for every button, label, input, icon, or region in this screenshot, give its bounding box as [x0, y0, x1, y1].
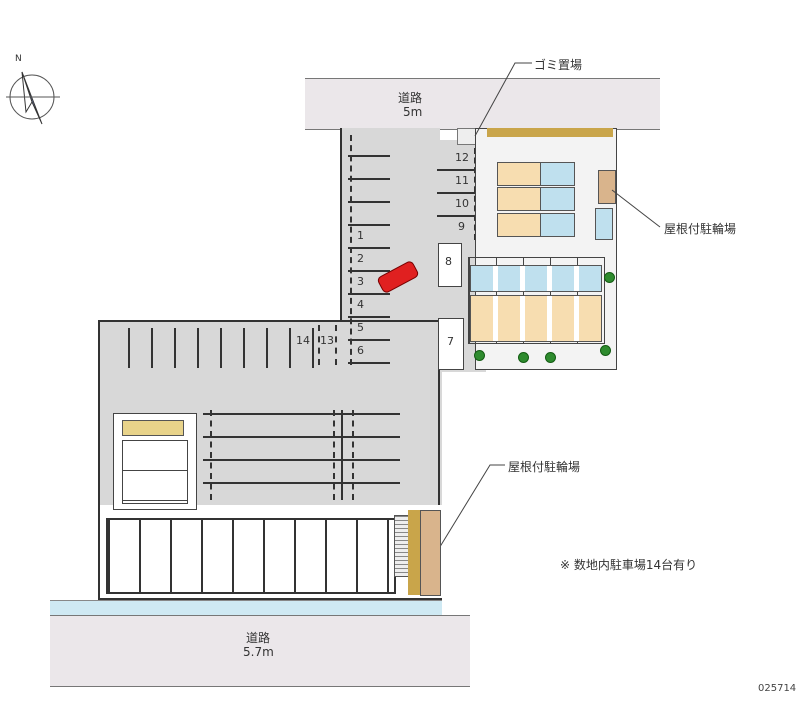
parking-line — [348, 316, 390, 318]
parking-line — [348, 293, 390, 295]
parking-divider — [333, 410, 335, 500]
tree-icon — [545, 352, 556, 363]
parking-number-1: 1 — [357, 229, 364, 242]
parking-line — [348, 270, 390, 272]
hedge-bottom — [408, 510, 420, 595]
unit — [470, 295, 602, 342]
parking-number-10: 10 — [455, 197, 469, 210]
unit-wet-area — [470, 265, 602, 292]
parking-divider-solid — [341, 410, 343, 500]
parking-divider — [350, 135, 352, 365]
building-left-entrance — [122, 420, 184, 436]
parking-number-13: 13 — [320, 334, 334, 347]
parking-divider — [335, 325, 337, 365]
parking-line — [348, 155, 390, 157]
parking-lines-left — [128, 328, 318, 368]
parking-number-8: 8 — [445, 255, 452, 268]
image-code: 025714 — [758, 683, 797, 694]
parking-line — [437, 169, 475, 171]
hedge-top — [487, 128, 613, 137]
parking-note: ※ 数地内駐車場14台有り — [560, 558, 698, 572]
parking-line — [437, 192, 475, 194]
parking-number-3: 3 — [357, 275, 364, 288]
lot-boundary-right — [438, 368, 440, 600]
north-road-name: 道路 — [398, 91, 423, 105]
parking-number-12: 12 — [455, 151, 469, 164]
tree-icon — [474, 350, 485, 361]
unit-row-bottom — [106, 518, 396, 594]
parking-line — [348, 247, 390, 249]
parking-number-9: 9 — [458, 220, 465, 233]
bike-shelter-lower — [420, 510, 441, 596]
parking-lines-bottom-right — [295, 413, 400, 495]
storage — [595, 208, 613, 240]
parking-number-2: 2 — [357, 252, 364, 265]
parking-number-4: 4 — [357, 298, 364, 311]
bike-shelter-label-upper: 屋根付駐輪場 — [664, 222, 737, 236]
parking-line — [348, 362, 390, 364]
parking-space-8 — [438, 243, 462, 287]
sidewalk — [50, 600, 442, 615]
parking-line — [437, 215, 475, 217]
parking-line — [348, 339, 390, 341]
garbage-area-label: ゴミ置場 — [534, 58, 583, 72]
parking-lines-bottom — [203, 413, 303, 495]
unit — [497, 162, 541, 186]
parking-number-11: 11 — [455, 174, 469, 187]
parking-number-6: 6 — [357, 344, 364, 357]
compass-north-label: N — [15, 54, 22, 64]
compass-icon: N — [2, 52, 68, 132]
parking-number-7: 7 — [447, 335, 454, 348]
parking-number-5: 5 — [357, 321, 364, 334]
bike-shelter-upper — [598, 170, 616, 204]
tree-icon — [604, 272, 615, 283]
parking-line — [348, 201, 390, 203]
building-left-rooms — [122, 440, 188, 504]
parking-line — [348, 224, 390, 226]
bike-shelter-label-lower: 屋根付駐輪場 — [508, 460, 581, 474]
tree-icon — [518, 352, 529, 363]
south-road-name: 道路 — [246, 631, 271, 645]
unit-wet-area — [540, 162, 575, 186]
unit-wet-area — [540, 213, 575, 237]
south-road-width: 5.7m — [243, 645, 274, 659]
unit-wet-area — [540, 187, 575, 211]
tree-icon — [600, 345, 611, 356]
parking-space-7 — [438, 318, 464, 370]
parking-divider — [352, 410, 354, 500]
north-road-width: 5m — [403, 105, 423, 119]
parking-divider — [210, 410, 212, 500]
parking-divider — [318, 325, 320, 365]
parking-line — [348, 178, 390, 180]
south-road — [50, 615, 470, 687]
